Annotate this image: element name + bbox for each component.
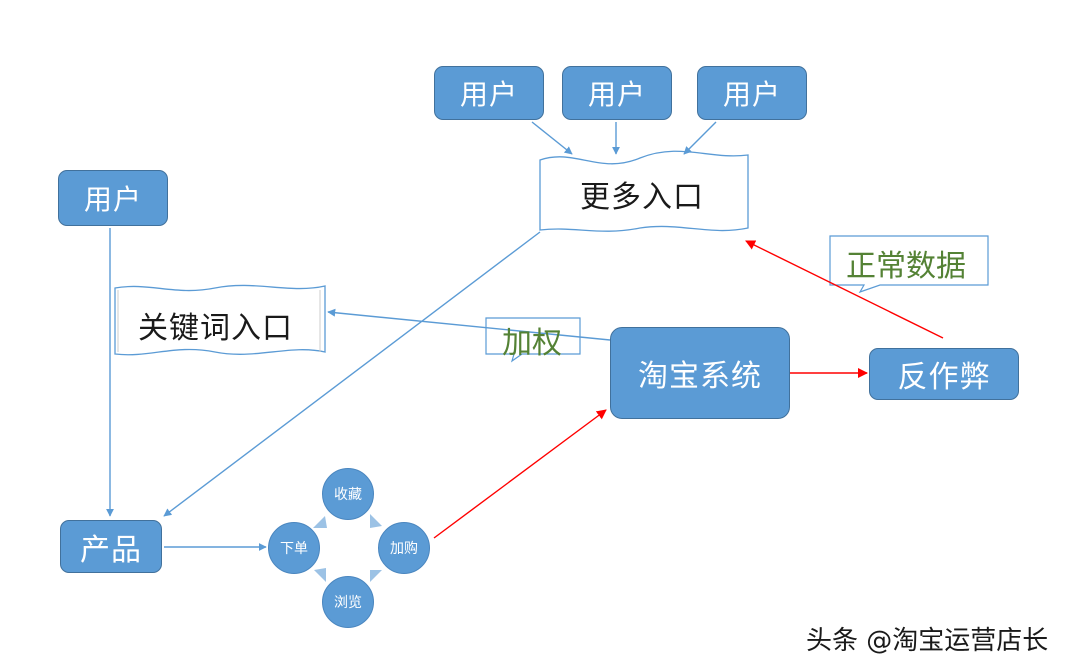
weighting-callout-shape (485, 317, 581, 363)
user-node-top-middle: 用户 (562, 66, 672, 120)
keyword-entry-doc-shape (114, 284, 326, 356)
place-order-circle: 下单 (268, 522, 320, 574)
add-to-cart-circle: 加购 (378, 522, 430, 574)
cycle-arrow (370, 570, 382, 582)
anti-cheat-node: 反作弊 (869, 348, 1019, 400)
cycle-arrow (314, 568, 326, 582)
more-entries-label: 更多入口 (580, 180, 704, 215)
cycle-arrow (313, 516, 327, 528)
keyword-entry-label: 关键词入口 (138, 311, 293, 346)
browse-circle: 浏览 (322, 576, 374, 628)
user-node-top-left: 用户 (434, 66, 544, 120)
cycle-arrow (370, 514, 382, 528)
favorite-circle: 收藏 (322, 468, 374, 520)
user-node-left: 用户 (58, 170, 168, 226)
cycle-arrows (313, 514, 382, 582)
taobao-system-node: 淘宝系统 (610, 327, 790, 419)
product-node: 产品 (60, 520, 162, 573)
watermark-text: 头条 @淘宝运营店长 (806, 626, 1049, 656)
weighting-label: 加权 (502, 326, 562, 361)
more-entries-doc-shape (539, 150, 749, 232)
user-node-top-right: 用户 (697, 66, 807, 120)
normal-data-label: 正常数据 (846, 249, 966, 284)
